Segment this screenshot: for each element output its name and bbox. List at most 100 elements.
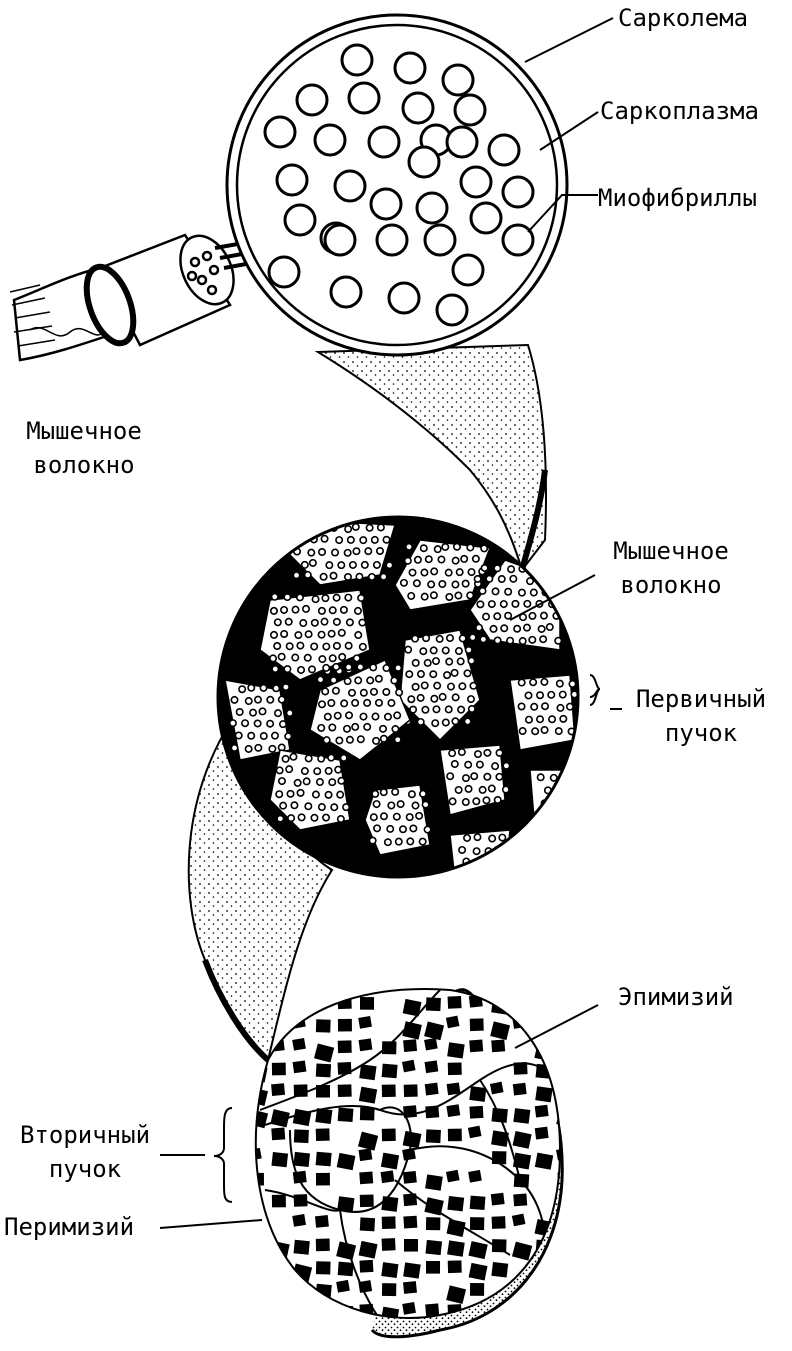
- label-secondary-bundle: Вторичный пучок: [19, 1121, 151, 1183]
- secondary-bundle-fiber: [447, 1128, 462, 1142]
- secondary-bundle-fiber: [403, 1238, 418, 1252]
- secondary-bundle-fiber: [445, 1169, 460, 1183]
- secondary-bundle-fiber: [336, 1241, 357, 1261]
- secondary-bundle-fiber: [337, 1107, 354, 1123]
- secondary-bundle-fiber: [380, 1306, 400, 1318]
- secondary-bundle-fiber: [425, 1239, 443, 1256]
- secondary-bundle-fiber: [336, 1279, 350, 1293]
- secondary-bundle-fiber: [315, 1261, 331, 1275]
- secondary-bundle-fiber: [402, 998, 422, 1017]
- secondary-bundle-fiber: [249, 1325, 263, 1338]
- myofibril: [415, 191, 449, 225]
- secondary-bundle-fiber: [513, 1193, 528, 1207]
- secondary-bundle-fiber: [315, 1108, 333, 1124]
- secondary-bundle-fiber: [402, 1170, 417, 1184]
- secondary-bundle-fiber: [512, 1016, 527, 1029]
- myofibril: [333, 169, 367, 203]
- secondary-bundle-fiber: [271, 1062, 286, 1076]
- myofibril: [340, 43, 374, 77]
- secondary-bundle-fiber: [468, 1169, 482, 1183]
- secondary-bundle-fiber: [468, 1241, 488, 1260]
- secondary-bundle-fiber: [255, 1238, 264, 1252]
- secondary-bundle-fiber: [557, 1304, 560, 1318]
- muscle-cross-section: [249, 988, 564, 1340]
- myofibril: [329, 275, 363, 309]
- secondary-bundle-fiber: [447, 1240, 465, 1257]
- secondary-bundle-fiber: [337, 1018, 352, 1032]
- myofibril: [501, 223, 535, 257]
- secondary-bundle-fiber: [292, 1214, 307, 1227]
- secondary-bundle-fiber: [359, 1107, 375, 1121]
- secondary-bundle-fiber: [447, 996, 462, 1009]
- secondary-bundle-fiber: [381, 1084, 396, 1098]
- secondary-bundle-fiber: [511, 1213, 526, 1227]
- secondary-bundle-fiber: [469, 1195, 486, 1211]
- secondary-bundle-fiber: [315, 1151, 332, 1167]
- secondary-bundle-fiber: [358, 1015, 372, 1029]
- myofibril: [459, 165, 493, 199]
- secondary-bundle-fiber: [557, 1283, 560, 1299]
- secondary-bundle-fiber: [359, 1194, 374, 1208]
- secondary-bundle-fiber: [489, 1081, 504, 1095]
- secondary-bundle-fiber: [490, 1192, 505, 1206]
- myofibril: [283, 203, 317, 237]
- label-sarcolemma: Сарколема: [618, 4, 749, 32]
- secondary-bundle-fiber: [358, 1240, 378, 1259]
- myofibril: [441, 63, 475, 97]
- myofibril: [423, 223, 457, 257]
- myofibril: [347, 81, 381, 115]
- secondary-bundle-fiber: [315, 1238, 330, 1252]
- secondary-bundle-fiber: [271, 1326, 285, 1339]
- secondary-bundle-fiber: [469, 1039, 484, 1053]
- secondary-bundle-fiber: [468, 994, 483, 1008]
- myofibril: [393, 51, 427, 85]
- muscle-fiber-strand: [9, 233, 276, 362]
- leader-lines: [159, 17, 622, 1229]
- label-muscle-fiber-top: Мышечное волокно: [26, 417, 142, 479]
- secondary-bundle-fiber: [292, 1060, 307, 1074]
- secondary-bundle-fiber: [358, 1038, 373, 1052]
- secondary-bundle-fiber: [358, 1280, 373, 1293]
- secondary-bundle-fiber: [425, 1303, 440, 1317]
- secondary-bundle-fiber: [381, 1262, 399, 1279]
- secondary-bundle-fiber: [359, 1171, 374, 1185]
- secondary-bundle-fiber: [403, 1084, 418, 1098]
- secondary-bundle-fiber: [491, 1216, 506, 1229]
- secondary-bundle-fiber: [446, 1104, 461, 1118]
- label-myofibrils: Миофибриллы: [598, 184, 757, 212]
- secondary-bundle-fiber: [358, 1086, 378, 1104]
- secondary-bundle-fiber: [446, 1219, 466, 1237]
- secondary-bundle-fiber: [534, 1152, 554, 1170]
- secondary-bundle-fiber: [314, 994, 329, 1008]
- secondary-bundle-fiber: [337, 1040, 352, 1054]
- secondary-bundle-fiber: [469, 1105, 484, 1119]
- secondary-bundle-fiber: [337, 1084, 352, 1098]
- secondary-bundle-fiber: [534, 1301, 548, 1315]
- secondary-bundle-fiber: [255, 1260, 264, 1274]
- secondary-bundle-fiber: [469, 1018, 484, 1032]
- bundle-cross-section: [216, 515, 580, 879]
- secondary-bundle-fiber: [381, 1041, 397, 1055]
- secondary-bundle-fiber: [425, 1129, 441, 1144]
- secondary-bundle-fiber: [491, 1239, 507, 1253]
- primary-bundle-cell: [509, 674, 576, 751]
- secondary-bundle-fiber: [271, 1127, 286, 1141]
- secondary-bundle-fiber: [557, 1260, 560, 1274]
- secondary-bundle-fiber: [467, 1125, 482, 1139]
- secondary-bundle-fiber: [557, 1063, 560, 1079]
- secondary-bundle-fiber: [446, 1285, 467, 1305]
- myofibril: [369, 187, 403, 221]
- secondary-bundle-fiber: [447, 1062, 462, 1076]
- secondary-bundle-fiber: [491, 1262, 509, 1278]
- secondary-bundle-fiber: [447, 1260, 462, 1274]
- secondary-bundle-fiber: [402, 1302, 416, 1315]
- label-perimysium: Перимизий: [4, 1213, 135, 1241]
- secondary-bundle-fiber: [425, 1261, 441, 1274]
- secondary-bundle-fiber: [447, 1042, 465, 1059]
- secondary-bundle-fiber: [294, 1327, 308, 1340]
- secondary-bundle-fiber: [513, 1062, 528, 1075]
- secondary-bundle-fiber: [293, 1151, 310, 1168]
- secondary-bundle-fiber: [535, 1086, 553, 1103]
- myofibril: [453, 93, 487, 127]
- myofibril: [387, 281, 421, 315]
